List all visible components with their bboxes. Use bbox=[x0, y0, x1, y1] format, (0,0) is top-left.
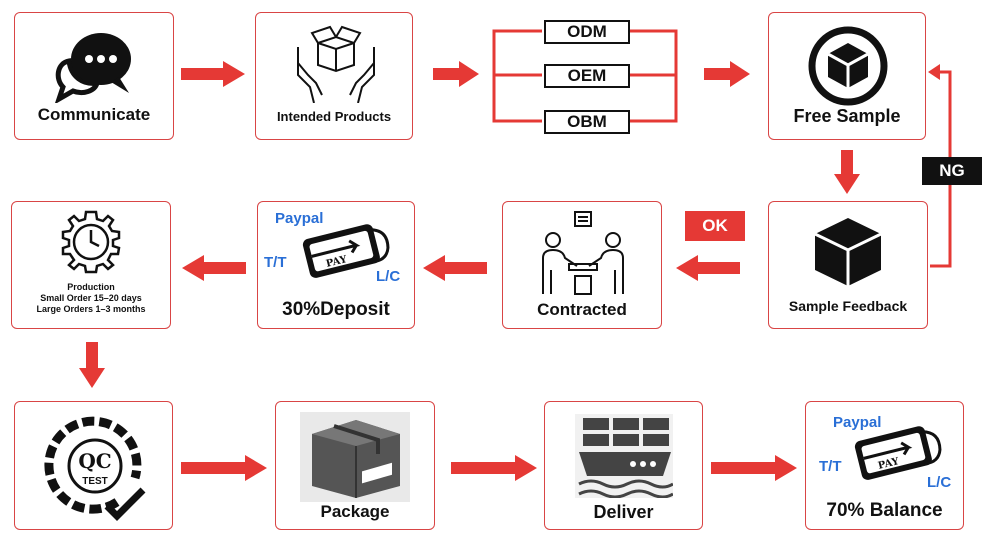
arrow-left bbox=[182, 255, 246, 281]
arrow-left bbox=[676, 255, 740, 281]
production-large-order: Large Orders 1–3 months bbox=[36, 304, 146, 314]
step-free-sample: Free Sample bbox=[768, 12, 926, 140]
step-qc-test: QC TEST bbox=[14, 401, 173, 530]
step-contracted: Contracted bbox=[502, 201, 662, 329]
step-deposit: Paypal T/T L/C PAY 30%Deposit bbox=[257, 201, 415, 329]
step-sample-feedback: Sample Feedback bbox=[768, 201, 928, 329]
payment-card-hand-icon: PAY bbox=[854, 426, 942, 480]
step-package: Package bbox=[275, 401, 435, 530]
hands-box-icon bbox=[297, 25, 375, 103]
production-title: Production bbox=[67, 282, 115, 292]
arrow-right bbox=[711, 455, 797, 481]
arrow-down bbox=[834, 150, 860, 194]
cube-icon bbox=[814, 218, 882, 286]
production-small-order: Small Order 15–20 days bbox=[40, 293, 142, 303]
step-label: 30%Deposit bbox=[282, 299, 390, 320]
paypal-label: Paypal bbox=[275, 210, 324, 227]
arrow-right bbox=[181, 61, 245, 87]
arrow-right bbox=[433, 61, 479, 87]
ok-tag: OK bbox=[685, 211, 745, 241]
option-odm: ODM bbox=[544, 20, 630, 44]
option-oem: OEM bbox=[544, 64, 630, 88]
step-communicate: Communicate bbox=[14, 12, 174, 140]
step-deliver: Deliver bbox=[544, 401, 703, 530]
payment-card-hand-icon: PAY bbox=[302, 224, 390, 278]
tt-label: T/T bbox=[264, 254, 287, 271]
step-label: Intended Products bbox=[276, 109, 392, 124]
lc-label: L/C bbox=[376, 268, 401, 285]
arrow-down bbox=[79, 342, 105, 388]
pay-card-text: PAY bbox=[877, 456, 901, 472]
paypal-label: Paypal bbox=[833, 414, 882, 431]
step-label: Contracted bbox=[537, 300, 627, 319]
arrow-right bbox=[704, 61, 750, 87]
step-label: Communicate bbox=[37, 105, 151, 124]
step-production: Production Small Order 15–20 days Large … bbox=[11, 201, 171, 329]
ng-tag: NG bbox=[922, 157, 982, 185]
step-label: Package bbox=[320, 502, 390, 521]
step-label: 70% Balance bbox=[826, 500, 943, 521]
chat-bubbles-icon bbox=[55, 33, 131, 103]
options-bracket bbox=[492, 29, 678, 123]
arrow-right bbox=[181, 455, 267, 481]
arrow-right bbox=[451, 455, 537, 481]
step-label: Sample Feedback bbox=[788, 298, 908, 314]
arrow-left bbox=[423, 255, 487, 281]
cargo-ship-icon bbox=[578, 418, 673, 498]
tt-label: T/T bbox=[819, 458, 842, 475]
package-box-icon bbox=[312, 420, 400, 498]
cube-circle-icon bbox=[808, 26, 888, 106]
lc-label: L/C bbox=[927, 474, 952, 491]
pay-card-text: PAY bbox=[325, 254, 349, 270]
gear-clock-icon bbox=[61, 210, 121, 274]
step-label: Free Sample bbox=[793, 106, 901, 126]
handshake-people-icon bbox=[542, 211, 624, 295]
step-label: Deliver bbox=[593, 502, 654, 522]
step-intended-products: Intended Products bbox=[255, 12, 413, 140]
qc-test-text: TEST bbox=[82, 476, 108, 487]
step-balance: Paypal T/T L/C PAY 70% Balance bbox=[805, 401, 964, 530]
qc-badge-icon: QC TEST bbox=[44, 416, 146, 521]
qc-letters: QC bbox=[78, 449, 111, 473]
option-obm: OBM bbox=[544, 110, 630, 134]
